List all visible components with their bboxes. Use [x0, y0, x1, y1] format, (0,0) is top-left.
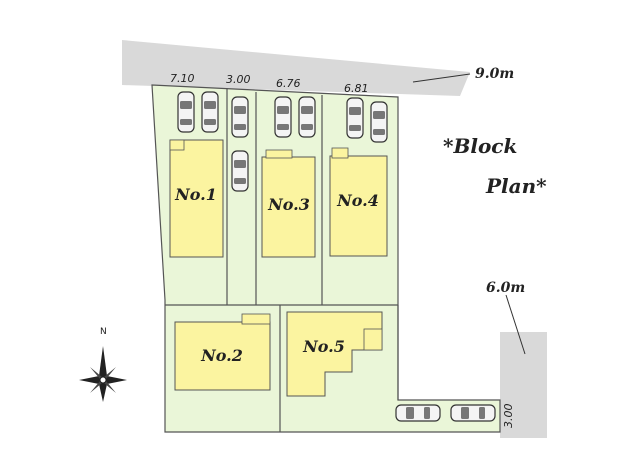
lot-4-label: No.4 — [336, 191, 379, 210]
frontage-side-passage: 3.00 — [502, 404, 515, 429]
frontage-lot3: 6.76 — [276, 77, 301, 90]
lot-1-house — [169, 139, 224, 258]
lot-5-label: No.5 — [302, 337, 345, 356]
lot-5-house — [286, 311, 383, 397]
top-road-width: 9.0m — [475, 66, 514, 82]
lot-2-label: No.2 — [200, 346, 243, 365]
lot-1-label: No.1 — [174, 185, 217, 204]
frontage-passage: 3.00 — [226, 73, 251, 86]
top-road — [122, 40, 470, 96]
lot-dividers — [165, 88, 399, 432]
frontage-lot1: 7.10 — [170, 72, 195, 85]
lot-4-house — [329, 147, 388, 257]
lot-2-house — [174, 313, 271, 391]
right-road-leader — [505, 294, 526, 355]
lot-3-house — [261, 149, 316, 258]
top-road-leader — [412, 73, 471, 83]
lot-3-label: No.3 — [267, 195, 310, 214]
compass-icon — [79, 346, 127, 402]
compass-north-label: N — [100, 327, 107, 337]
right-road — [500, 332, 547, 438]
frontage-lot4: 6.81 — [344, 82, 369, 95]
plan-title-line2: Plan* — [485, 174, 547, 198]
right-road-width: 6.0m — [486, 280, 525, 296]
plan-title-line1: *Block — [443, 134, 517, 158]
